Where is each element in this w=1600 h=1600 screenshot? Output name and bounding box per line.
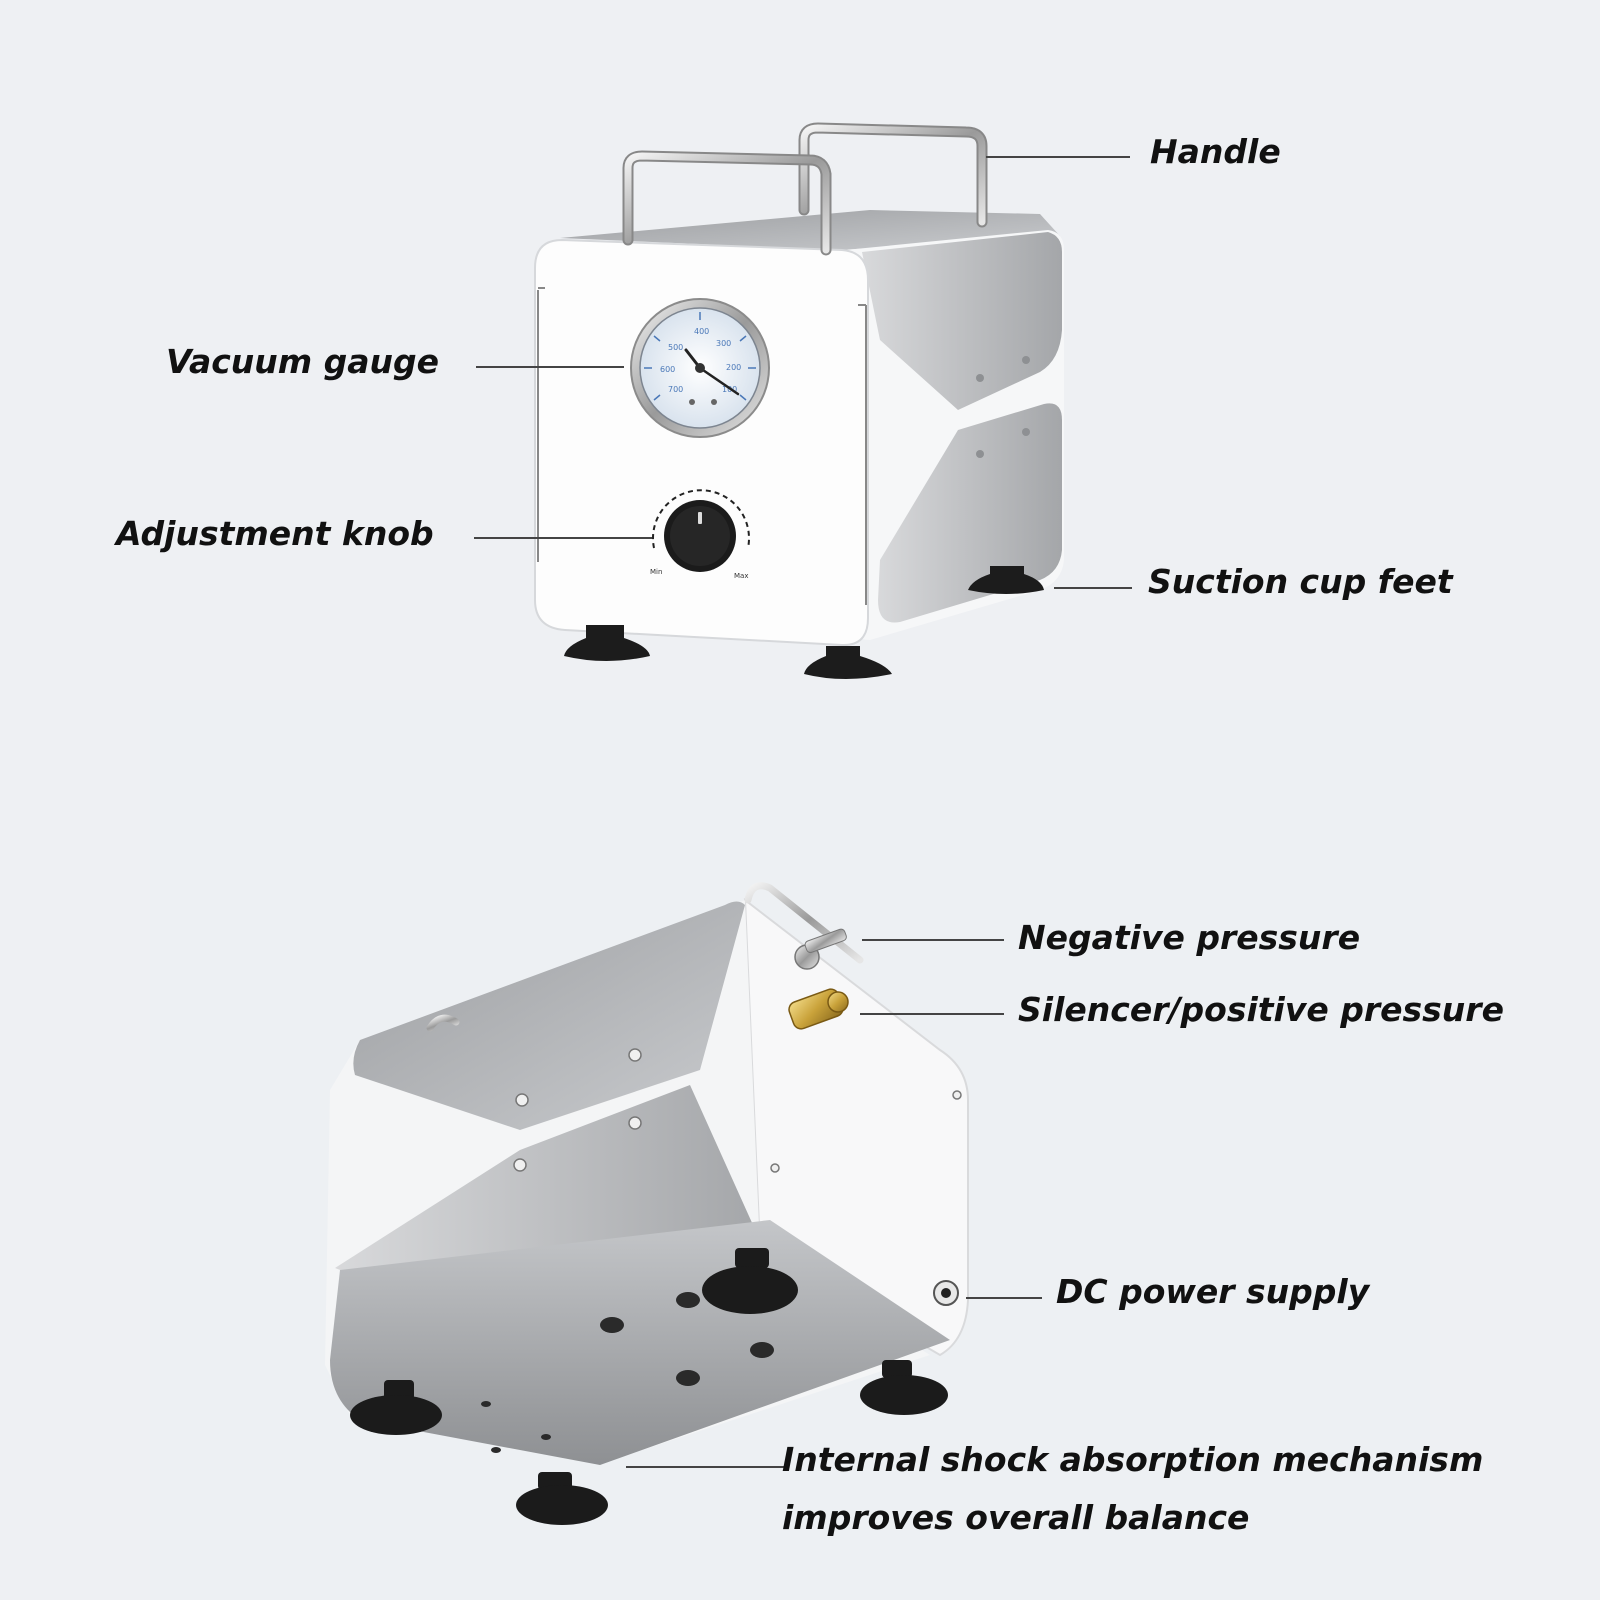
suction-cup-icon: [564, 566, 1044, 679]
body-screws: [513, 1048, 962, 1173]
svg-text:700: 700: [668, 385, 683, 394]
label-handle: Handle: [1150, 132, 1281, 171]
side-screws: [976, 356, 1030, 458]
svg-text:500: 500: [668, 343, 683, 352]
brass-fitting-icon: [788, 928, 849, 1030]
knob-max-label: Max: [734, 572, 748, 580]
label-negative-pressure: Negative pressure: [1018, 918, 1361, 957]
front-face: [534, 238, 869, 647]
dc-jack-icon: [933, 1280, 959, 1306]
svg-text:600: 600: [660, 365, 675, 374]
knob-min-label: Min: [650, 568, 662, 576]
bottom-device: [325, 882, 969, 1525]
label-silencer: Silencer/positive pressure: [1018, 990, 1504, 1029]
label-suction-cup-feet: Suction cup feet: [1148, 562, 1453, 601]
leader-lines: [474, 156, 1132, 1468]
svg-text:200: 200: [726, 363, 741, 372]
bottom-suction-cup-icon: [350, 1248, 948, 1525]
label-vacuum-gauge: Vacuum gauge: [166, 342, 440, 381]
adjustment-knob-icon: Min Max: [650, 489, 750, 580]
bottom-holes: [481, 1292, 774, 1453]
upper-side-panel: [862, 232, 1062, 410]
label-adjustment-knob: Adjustment knob: [116, 514, 434, 553]
svg-text:400: 400: [694, 327, 709, 336]
handle-icon: [622, 122, 988, 256]
handle-stub-icon: [426, 882, 864, 1032]
front-brackets: [537, 287, 867, 605]
upper-grey-panel: [353, 901, 745, 1130]
label-shock-line2: improves overall balance: [782, 1498, 1250, 1537]
label-dc-power: DC power supply: [1056, 1272, 1370, 1311]
label-shock-line1: Internal shock absorption mechanism: [782, 1440, 1484, 1479]
svg-text:300: 300: [716, 339, 731, 348]
top-surface: [560, 210, 1060, 250]
